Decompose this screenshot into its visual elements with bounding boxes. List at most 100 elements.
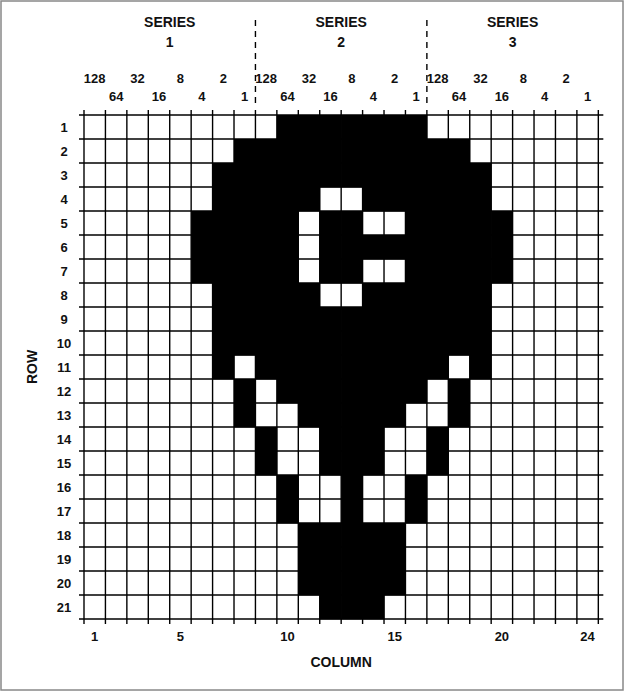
bit-value: 32 (473, 72, 487, 85)
filled-cell (255, 331, 277, 355)
filled-cell (341, 499, 363, 523)
filled-cell (384, 307, 406, 331)
grid-line (79, 306, 603, 307)
filled-cell (384, 331, 406, 355)
bit-value: 64 (452, 90, 466, 103)
filled-cell (234, 379, 256, 403)
column-number: 24 (580, 630, 594, 643)
filled-cell (341, 211, 363, 235)
filled-cell (255, 139, 277, 163)
filled-cell (255, 163, 277, 187)
filled-cell (277, 499, 299, 523)
filled-cell (277, 139, 299, 163)
filled-cell (191, 235, 213, 259)
row-number: 7 (60, 265, 67, 278)
filled-cell (341, 259, 363, 283)
filled-cell (448, 283, 470, 307)
filled-cell (363, 307, 385, 331)
filled-cell (384, 283, 406, 307)
filled-cell (341, 379, 363, 403)
filled-cell (255, 211, 277, 235)
grid-line (79, 234, 603, 235)
filled-cell (298, 187, 320, 211)
filled-cell (298, 403, 320, 427)
filled-cell (384, 403, 406, 427)
row-number: 4 (60, 193, 67, 206)
filled-cell (320, 571, 342, 595)
series-heading: SERIES (315, 15, 366, 29)
filled-cell (405, 355, 427, 379)
series-heading: SERIES (487, 15, 538, 29)
filled-cell (470, 235, 492, 259)
filled-cell (341, 355, 363, 379)
filled-cell (363, 451, 385, 475)
filled-cell (363, 163, 385, 187)
series-divider (426, 20, 427, 108)
grid-line (79, 282, 603, 283)
filled-cell (213, 235, 235, 259)
filled-cell (470, 283, 492, 307)
filled-cell (448, 163, 470, 187)
filled-cell (405, 283, 427, 307)
column-number: 5 (177, 630, 184, 643)
filled-cell (405, 163, 427, 187)
filled-cell (405, 115, 427, 139)
filled-cell (341, 595, 363, 619)
filled-cell (234, 403, 256, 427)
filled-cell (363, 523, 385, 547)
filled-cell (234, 163, 256, 187)
grid-line (79, 378, 603, 379)
filled-cell (234, 211, 256, 235)
column-number: 15 (388, 630, 402, 643)
filled-cell (298, 355, 320, 379)
bit-value: 1 (241, 90, 248, 103)
filled-cell (384, 235, 406, 259)
filled-cell (384, 139, 406, 163)
row-number: 17 (57, 505, 71, 518)
filled-cell (213, 187, 235, 211)
bit-value: 128 (84, 72, 106, 85)
filled-cell (277, 355, 299, 379)
filled-cell (298, 331, 320, 355)
filled-cell (341, 403, 363, 427)
filled-cell (341, 571, 363, 595)
filled-cell (298, 523, 320, 547)
grid-line (79, 594, 603, 595)
grid-line (79, 114, 603, 115)
filled-cell (341, 475, 363, 499)
filled-cell (384, 523, 406, 547)
series-divider (255, 20, 256, 108)
grid-line (79, 498, 603, 499)
row-number: 3 (60, 169, 67, 182)
filled-cell (384, 571, 406, 595)
grid-line (79, 210, 603, 211)
filled-cell (320, 235, 342, 259)
filled-cell (298, 307, 320, 331)
filled-cell (298, 379, 320, 403)
filled-cell (470, 259, 492, 283)
row-number: 20 (57, 577, 71, 590)
row-number: 5 (60, 217, 67, 230)
grid-line (79, 522, 603, 523)
filled-cell (191, 259, 213, 283)
filled-cell (427, 211, 449, 235)
axis-title: ROW (25, 350, 39, 384)
filled-cell (277, 259, 299, 283)
bit-value: 8 (177, 72, 184, 85)
row-number: 13 (57, 409, 71, 422)
filled-cell (470, 331, 492, 355)
filled-cell (427, 355, 449, 379)
row-number: 8 (60, 289, 67, 302)
grid-lines (79, 110, 603, 624)
grid-line (79, 402, 603, 403)
grid-line (79, 450, 603, 451)
filled-cell (427, 283, 449, 307)
filled-cell (298, 571, 320, 595)
grid-line (79, 546, 603, 547)
filled-cell (277, 307, 299, 331)
filled-cell (320, 427, 342, 451)
filled-cell (255, 235, 277, 259)
filled-cell (234, 139, 256, 163)
filled-cell (213, 211, 235, 235)
series-heading: SERIES (144, 15, 195, 29)
